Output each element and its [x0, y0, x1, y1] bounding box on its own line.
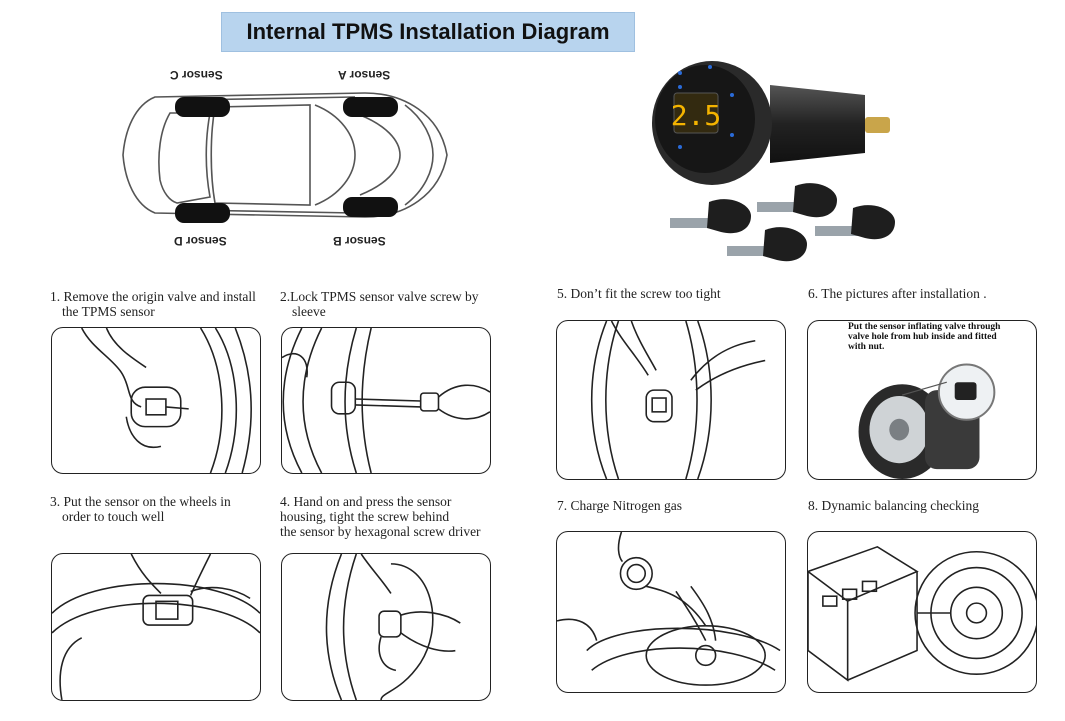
step-8-illustration: [807, 531, 1037, 693]
wheel-sensor-b: [343, 197, 398, 217]
installation-note: Put the sensor inflating valve through v…: [848, 322, 1001, 352]
sensor-d-label: Sensor D: [174, 234, 227, 248]
step-6-illustration: [807, 320, 1037, 480]
receiver-display-value: 2.5: [671, 99, 722, 132]
step-8-label: 8. Dynamic balancing checking: [808, 498, 979, 513]
step-5-illustration: [556, 320, 786, 480]
tpms-sensors-photo: [670, 183, 895, 262]
step-2-illustration: [281, 327, 491, 474]
car-top-view: [122, 92, 448, 223]
wheel-sensor-a: [343, 97, 398, 117]
step-7-label: 7. Charge Nitrogen gas: [557, 498, 682, 513]
tpms-receiver-photo: 2.5: [652, 61, 890, 185]
sensor-c-label: Sensor C: [170, 68, 223, 82]
diagram-title: Internal TPMS Installation Diagram: [246, 19, 610, 44]
wheel-sensor-d: [175, 203, 230, 223]
step-1-label: 1. Remove the origin valve and install t…: [50, 289, 256, 319]
step-2-label: 2.Lock TPMS sensor valve screw by sleeve: [280, 289, 479, 319]
step-4-label: 4. Hand on and press the sensor housing,…: [280, 494, 481, 539]
step-4-illustration: [281, 553, 491, 701]
step-6-label: 6. The pictures after installation .: [808, 286, 987, 301]
step-3-illustration: [51, 553, 261, 701]
wheel-sensor-c: [175, 97, 230, 117]
step-5-label: 5. Don’t fit the screw too tight: [557, 286, 721, 301]
step-3-label: 3. Put the sensor on the wheels in order…: [50, 494, 231, 524]
sensor-b-label: Sensor B: [333, 234, 386, 248]
step-1-illustration: [51, 327, 261, 474]
diagram-title-box: Internal TPMS Installation Diagram: [221, 12, 635, 52]
step-7-illustration: [556, 531, 786, 693]
sensor-a-label: Sensor A: [338, 68, 391, 82]
